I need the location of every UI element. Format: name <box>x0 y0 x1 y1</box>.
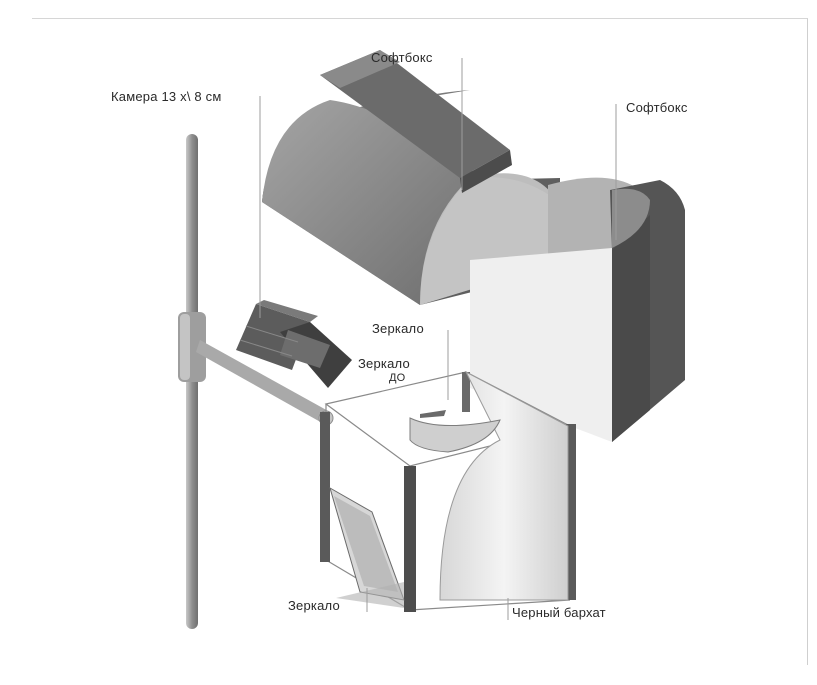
label-camera: Камера 13 х\ 8 см <box>111 89 222 104</box>
softbox-top <box>262 50 565 305</box>
label-mirror-top: Зеркало <box>372 321 424 336</box>
label-mirror-bottom: Зеркало <box>288 598 340 613</box>
table-legs <box>320 372 576 612</box>
mirror-curved <box>409 410 501 453</box>
label-mirror-middle-sub: ДО <box>389 372 406 384</box>
label-softbox-top: Софтбокс <box>371 50 433 65</box>
label-mirror-middle: Зеркало <box>358 356 410 371</box>
leader-lines <box>259 58 617 620</box>
label-black-velvet: Черный бархат <box>512 605 606 620</box>
mirror-bottom <box>329 486 405 608</box>
frame-border <box>32 18 808 665</box>
label-softbox-right: Софтбокс <box>626 100 688 115</box>
black-velvet-sweep <box>439 370 569 601</box>
softbox-right <box>470 177 685 442</box>
view-camera <box>236 300 352 388</box>
